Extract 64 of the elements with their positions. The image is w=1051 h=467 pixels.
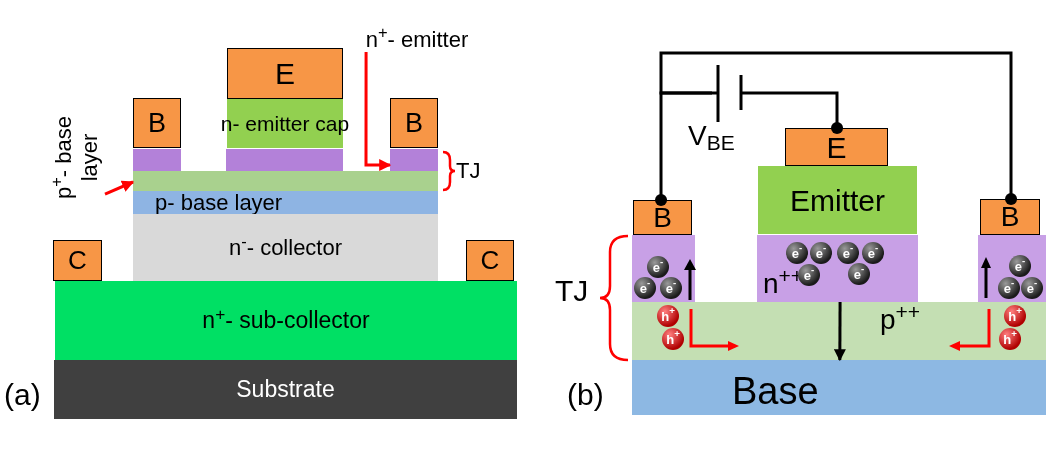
contact-pad bbox=[53, 240, 102, 281]
semiconductor-layer bbox=[757, 235, 918, 302]
electron: e$^{-}$ bbox=[634, 277, 656, 299]
electron: e$^{-}$ bbox=[998, 277, 1020, 299]
semiconductor-layer bbox=[226, 149, 343, 171]
hole: h$^{+}$ bbox=[999, 328, 1021, 350]
layer-label: n$^{-}$- collector bbox=[228, 231, 343, 262]
layer-label: Base bbox=[732, 369, 819, 414]
layer-label: p- base layer bbox=[155, 189, 283, 217]
contact-pad bbox=[466, 240, 514, 281]
electron: e$^{-}$ bbox=[837, 242, 859, 264]
semiconductor-layer bbox=[133, 191, 438, 214]
electron: e$^{-}$ bbox=[647, 256, 669, 278]
contact-pad bbox=[390, 98, 438, 148]
panel-label: (b) bbox=[567, 380, 604, 410]
pad-label: E bbox=[826, 129, 847, 166]
pad-label: C bbox=[68, 244, 87, 277]
electron: e$^{-}$ bbox=[1021, 277, 1043, 299]
doping-label: p$^{++}$ bbox=[880, 306, 921, 334]
pad-label: E bbox=[275, 56, 295, 92]
arrow bbox=[833, 302, 846, 362]
semiconductor-layer bbox=[978, 235, 1046, 302]
junction-label: TJ bbox=[555, 276, 589, 306]
layer-label: n$^{+}$- sub-collector bbox=[202, 303, 370, 336]
semiconductor-layer bbox=[632, 235, 695, 302]
electron: e$^{-}$ bbox=[848, 263, 870, 285]
semiconductor-layer bbox=[632, 360, 1046, 415]
circuit-wire bbox=[659, 51, 1017, 205]
leader-arrow bbox=[104, 180, 135, 196]
semiconductor-layer bbox=[133, 214, 438, 281]
contact-pad bbox=[785, 128, 888, 166]
panel-label: (a) bbox=[4, 380, 41, 410]
substrate-layer bbox=[54, 360, 517, 419]
semiconductor-layer bbox=[133, 149, 181, 171]
layer-label: Substrate bbox=[236, 375, 335, 405]
electron: e$^{-}$ bbox=[810, 242, 832, 264]
contact-pad bbox=[133, 98, 181, 148]
hole: h$^{+}$ bbox=[657, 305, 679, 327]
semiconductor-layer bbox=[632, 302, 1046, 360]
pad-label: B bbox=[653, 200, 672, 235]
hole: h$^{+}$ bbox=[1004, 305, 1026, 327]
voltage-label: V$_{BE}$ bbox=[688, 122, 735, 150]
semiconductor-layer bbox=[390, 149, 438, 171]
pad-label: B bbox=[405, 106, 423, 140]
leader-arrow bbox=[364, 52, 392, 172]
circuit-wire bbox=[746, 91, 843, 134]
junction-label: TJ bbox=[456, 160, 481, 182]
electron: e$^{-}$ bbox=[862, 242, 884, 264]
layer-label: Emitter bbox=[790, 182, 885, 219]
hole: h$^{+}$ bbox=[662, 328, 684, 350]
contact-pad bbox=[227, 48, 343, 99]
electron: e$^{-}$ bbox=[1009, 255, 1031, 277]
semiconductor-layer bbox=[758, 166, 917, 234]
contact-pad bbox=[980, 199, 1040, 235]
electron: e$^{-}$ bbox=[660, 277, 682, 299]
contact-pad bbox=[633, 200, 692, 235]
electron: e$^{-}$ bbox=[786, 242, 808, 264]
pad-label: B bbox=[148, 106, 166, 140]
electron: e$^{-}$ bbox=[798, 264, 820, 286]
semiconductor-layer bbox=[55, 281, 517, 360]
pad-label: B bbox=[1000, 200, 1020, 234]
pad-label: C bbox=[480, 244, 500, 277]
callout-label: n$^{+}$- emitter bbox=[365, 22, 469, 54]
semiconductor-layer bbox=[133, 171, 438, 191]
